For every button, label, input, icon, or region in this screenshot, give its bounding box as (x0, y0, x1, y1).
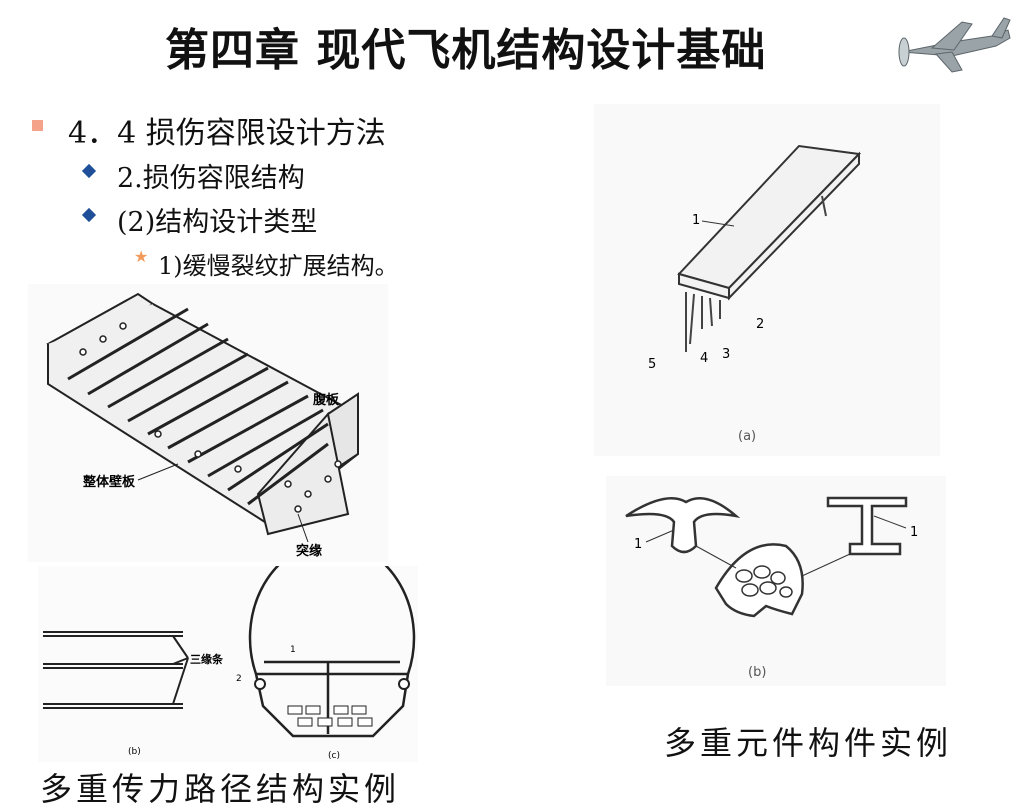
bullet-level2-a: 2.损伤容限结构 (81, 156, 305, 195)
label-sub-b: (b) (128, 747, 141, 757)
airplane-icon (898, 17, 1011, 73)
caption-left: 多重传力路径结构实例 (40, 770, 401, 808)
num-a-1: 1 (692, 213, 700, 228)
label-three-stringers: 三缘条 (190, 652, 224, 666)
bullet-level3-text: 1)缓慢裂纹扩展结构。 (158, 252, 399, 280)
caption-right: 多重元件构件实例 (664, 724, 953, 762)
bullet-level1-text: 4．4 损伤容限设计方法 (68, 116, 386, 151)
bullet-level1: 4．4 损伤容限设计方法 (32, 108, 386, 152)
label-num-1: 1 (290, 645, 296, 655)
label-num-2: 2 (236, 674, 242, 684)
star-bullet-icon: ★ (134, 247, 149, 266)
bullet-level2-b: (2)结构设计类型 (81, 200, 318, 239)
integral-panel-figure: 腹板 整体壁板 突缘 (28, 284, 388, 562)
num-a-5: 5 (648, 357, 656, 372)
label-sub-c: (c) (328, 751, 340, 761)
multi-element-figure-a: 1 2 3 4 5 (a) (594, 104, 940, 456)
num-b-1-left: 1 (634, 537, 642, 552)
num-b-1-right: 1 (910, 525, 918, 540)
diamond-bullet-icon (81, 163, 97, 179)
bullet-level2-a-text: 2.损伤容限结构 (117, 163, 305, 194)
square-bullet-icon (32, 120, 43, 131)
bullet-level2-b-text: (2)结构设计类型 (117, 207, 318, 238)
diamond-bullet-icon (81, 207, 97, 223)
label-flange: 突缘 (296, 543, 322, 559)
page-title: 第四章 现代飞机结构设计基础 (165, 25, 767, 76)
num-a-3: 3 (722, 347, 730, 362)
num-a-4: 4 (700, 351, 708, 366)
num-a-2: 2 (756, 317, 764, 332)
label-panel: 整体壁板 (82, 474, 136, 490)
multi-element-figure-b: 1 1 (b) (606, 476, 946, 686)
bullet-level3: ★ 1)缓慢裂纹扩展结构。 (134, 246, 399, 281)
label-web: 腹板 (313, 392, 340, 408)
multi-path-structure-figure: 三缘条 (b) 1 2 (c) (38, 566, 418, 762)
label-a: (a) (738, 429, 756, 444)
label-b: (b) (748, 665, 766, 680)
